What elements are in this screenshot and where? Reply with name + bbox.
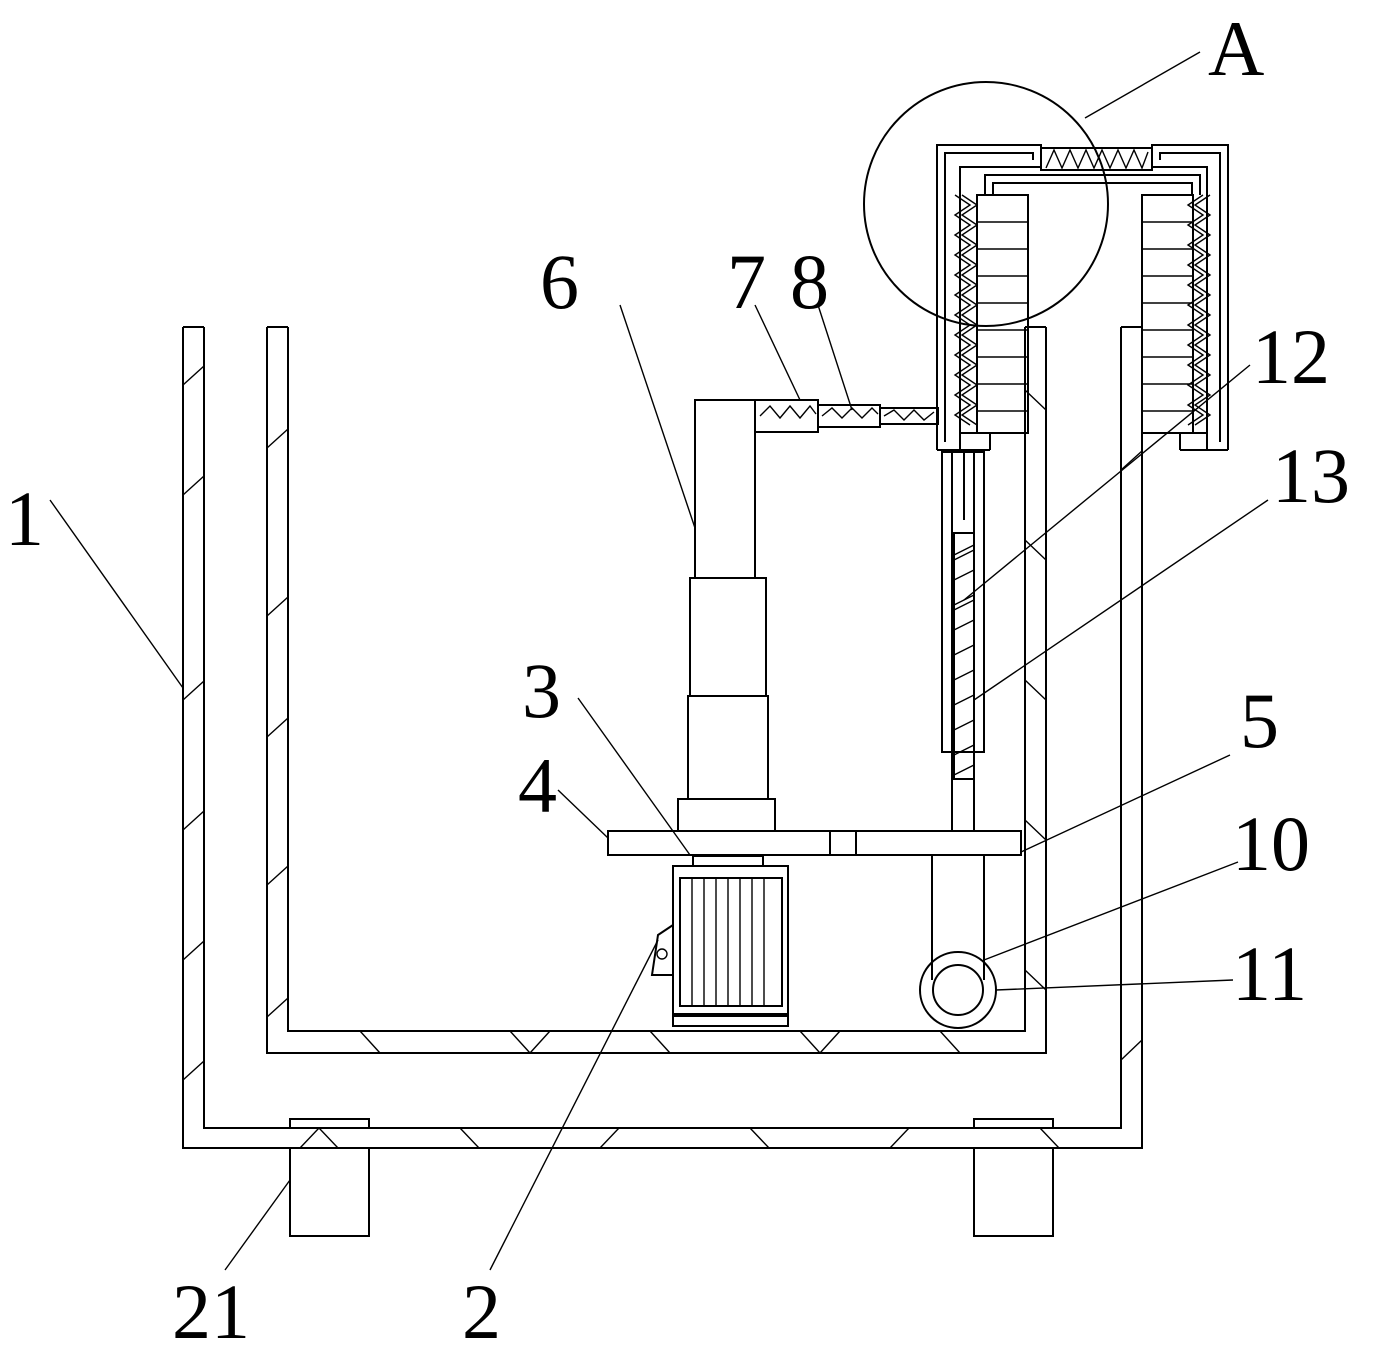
label-a: A [1208, 5, 1264, 92]
detail-circle-a [864, 82, 1108, 326]
label-4: 4 [518, 742, 557, 829]
label-10: 10 [1232, 800, 1310, 887]
label-5: 5 [1240, 677, 1279, 764]
label-11: 11 [1232, 930, 1307, 1017]
label-3: 3 [522, 647, 561, 734]
label-21: 21 [172, 1268, 250, 1353]
label-8: 8 [790, 238, 829, 325]
part-labels: 1 2 3 4 5 6 7 8 10 11 12 13 21 A [5, 5, 1350, 1353]
label-2: 2 [462, 1268, 501, 1353]
vertical-rod-assembly [932, 452, 984, 980]
spring-arm [755, 400, 938, 432]
label-13: 13 [1272, 432, 1350, 519]
foot-left [290, 1119, 369, 1236]
label-6: 6 [540, 238, 579, 325]
label-7: 7 [727, 238, 766, 325]
top-clamp [937, 145, 1228, 450]
motor [652, 856, 788, 1026]
rotating-plate [608, 831, 1021, 855]
label-1: 1 [5, 475, 44, 562]
foot-right [974, 1119, 1053, 1236]
telescopic-column [678, 400, 800, 831]
leader-lines [50, 52, 1268, 1270]
wheel [920, 952, 996, 1028]
outer-tank [183, 327, 1142, 1148]
label-12: 12 [1252, 313, 1330, 400]
